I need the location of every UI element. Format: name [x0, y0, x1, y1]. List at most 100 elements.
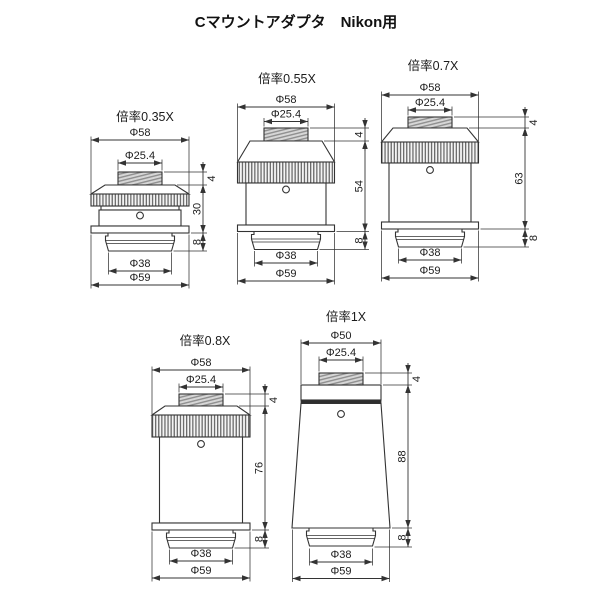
thread-hatch — [263, 127, 309, 142]
dim-arrowhead — [301, 340, 309, 346]
flange — [380, 221, 480, 230]
dim-arrowhead — [108, 268, 117, 274]
screw-hole — [282, 185, 290, 194]
dim-arrowhead — [522, 109, 528, 117]
dim-arrowhead — [200, 225, 206, 233]
cone-cap — [89, 184, 191, 195]
dim-label: Φ58 — [190, 357, 211, 369]
knurl-ring — [236, 161, 336, 184]
dim-arrowhead — [262, 540, 268, 548]
magnification-label: 倍率0.7X — [408, 58, 459, 73]
dim-arrowhead — [381, 275, 390, 281]
dim-arrowhead — [381, 92, 390, 98]
dim-arrowhead — [242, 367, 250, 373]
dim-label: Φ25.4 — [125, 150, 155, 162]
body-step — [100, 205, 180, 211]
dark-band — [300, 399, 382, 404]
dim-arrowhead — [453, 257, 462, 263]
dim-label: Φ25.4 — [326, 347, 356, 359]
dim-arrowhead — [237, 104, 246, 110]
dim-arrowhead — [398, 257, 407, 263]
dim-label: Φ25.4 — [186, 374, 216, 386]
dim-arrowhead — [408, 107, 416, 113]
dim-label: 4 — [528, 119, 540, 125]
dim-arrowhead — [118, 160, 126, 166]
dim-label: 54 — [354, 180, 366, 192]
dim-label: 4 — [354, 131, 366, 137]
dim-label: 63 — [514, 172, 526, 184]
dim-label: 4 — [411, 376, 423, 382]
dim-arrowhead — [364, 559, 373, 565]
dim-label: Φ25.4 — [271, 109, 301, 121]
thread-hatch — [407, 116, 453, 129]
dim-arrowhead — [355, 357, 363, 363]
dim-arrowhead — [373, 340, 381, 346]
dim-arrowhead — [319, 357, 327, 363]
dim-arrowhead — [522, 221, 528, 229]
dim-label: Φ59 — [419, 265, 440, 277]
dim-arrowhead — [215, 384, 223, 390]
dim-arrowhead — [444, 107, 452, 113]
dim-arrowhead — [522, 239, 528, 247]
screw-hole — [426, 166, 434, 174]
dim-arrowhead — [224, 558, 233, 564]
dim-label: Φ58 — [275, 94, 296, 106]
screw-hole — [337, 410, 345, 418]
flange — [151, 522, 251, 531]
dim-arrowhead — [262, 522, 268, 530]
dim-label: Φ50 — [330, 330, 351, 342]
dim-arrowhead — [362, 231, 368, 240]
dim-arrowhead — [262, 406, 268, 414]
dim-label: 4 — [268, 397, 280, 403]
dim-arrowhead — [405, 365, 411, 373]
dim-arrowhead — [405, 539, 411, 547]
dim-arrowhead — [300, 118, 308, 125]
dim-arrowhead — [326, 278, 335, 284]
dim-arrowhead — [152, 367, 160, 373]
cone-cap — [380, 127, 480, 143]
dim-arrowhead — [169, 558, 178, 564]
mount-ring — [394, 228, 466, 248]
dim-label: 8 — [528, 235, 540, 241]
thread-hatch — [178, 393, 224, 407]
dim-label: Φ25.4 — [415, 97, 445, 109]
dim-arrowhead — [405, 520, 411, 528]
dim-arrowhead — [91, 137, 99, 143]
diagram-title: Cマウントアダプタ Nikon用 — [195, 13, 398, 31]
screw-hole — [197, 440, 205, 448]
magnification-label: 倍率0.35X — [116, 109, 174, 124]
dim-label: 88 — [397, 450, 409, 462]
dim-label: 4 — [206, 175, 218, 181]
dim-arrowhead — [405, 385, 411, 393]
mount-ring — [165, 529, 237, 549]
dim-label: 8 — [192, 239, 204, 245]
mount-ring — [250, 230, 322, 251]
cone-body — [291, 402, 391, 529]
magnification-label: 倍率0.8X — [180, 333, 231, 348]
dim-label: 76 — [254, 462, 266, 474]
dim-arrowhead — [152, 575, 160, 581]
screw-hole — [136, 211, 144, 220]
dim-label: Φ38 — [190, 548, 211, 560]
flange — [90, 225, 190, 234]
magnification-label: 倍率0.55X — [258, 71, 316, 86]
dim-arrowhead — [200, 243, 206, 251]
dim-arrowhead — [179, 384, 187, 390]
dim-label: Φ59 — [275, 268, 296, 280]
dim-label: Φ59 — [129, 272, 150, 284]
thread-hatch — [318, 372, 364, 386]
dim-label: Φ38 — [129, 258, 150, 270]
dim-arrowhead — [470, 92, 479, 98]
dim-arrowhead — [522, 229, 528, 237]
dim-arrowhead — [522, 128, 528, 136]
magnification-label: 倍率1X — [326, 309, 367, 324]
knurl-ring — [380, 141, 480, 164]
dim-label: Φ58 — [129, 127, 150, 139]
dim-arrowhead — [91, 282, 99, 288]
dim-arrowhead — [181, 137, 189, 143]
knurl-ring — [90, 193, 190, 207]
